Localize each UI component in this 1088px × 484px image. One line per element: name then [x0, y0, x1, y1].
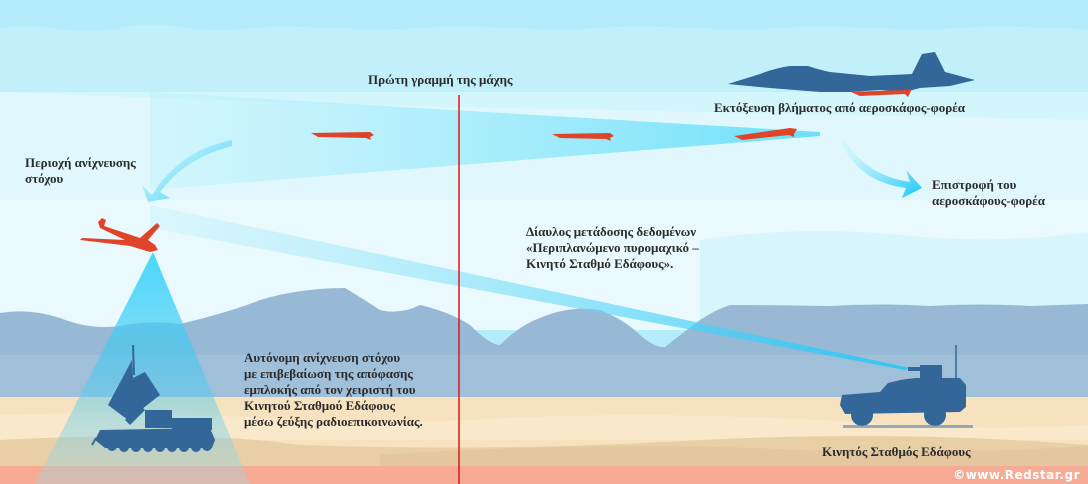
ground-band — [0, 466, 1088, 484]
munition-icon — [311, 132, 374, 140]
datalink-beam — [150, 205, 910, 370]
detection-area-label-line-1: Περιοχή ανίχνευσης — [25, 155, 136, 170]
return-label: Επιστροφή του αεροσκάφους-φορέα — [932, 177, 1045, 209]
datalink-label-line-3: Κινητό Σταθμό Εδάφους». — [526, 256, 674, 271]
front-line-label: Πρώτη γραμμή της μάχης — [368, 72, 513, 87]
autonomous-label-line-3: εμπλοκής από τον χειριστή του — [244, 382, 416, 397]
missile-launcher-icon — [91, 344, 215, 452]
munition-icon — [734, 128, 797, 140]
copyright-link[interactable]: ©www.Redstar.gr — [953, 468, 1080, 482]
autonomous-label-line-5: μέσω ζεύξης ραδιοεπικοινωνίας. — [244, 414, 423, 429]
loitering-munition-icon — [80, 218, 160, 252]
sky-band — [0, 0, 1088, 30]
arrow-to-detection-area-icon — [142, 140, 232, 202]
munition-icon — [552, 133, 614, 141]
launch-label: Εκτόξευση βλήματος από αεροσκάφος-φορέα — [714, 100, 966, 115]
autonomous-detection-label: Αυτόνομη ανίχνευση στόχου με επιβεβαίωση… — [244, 350, 423, 430]
return-label-line-1: Επιστροφή του — [932, 177, 1017, 192]
ground-station-vehicle-icon — [840, 345, 973, 428]
datalink-label: Δίαυλος μετάδοσης δεδομένων «Περιπλανώμε… — [526, 224, 699, 272]
munition-flight-path-beam — [150, 92, 820, 190]
datalink-label-line-1: Δίαυλος μετάδοσης δεδομένων — [526, 224, 697, 239]
autonomous-label-line-1: Αυτόνομη ανίχνευση στόχου — [244, 350, 401, 365]
carrier-aircraft-icon — [728, 52, 975, 97]
return-arrow-icon — [840, 140, 922, 198]
datalink-label-line-2: «Περιπλανώμενο πυρομαχικό – — [526, 240, 699, 255]
return-label-line-2: αεροσκάφους-φορέα — [932, 193, 1045, 208]
detection-area-label: Περιοχή ανίχνευσης στόχου — [25, 155, 136, 187]
detection-area-label-line-2: στόχου — [25, 171, 64, 186]
attached-munition-icon — [851, 89, 912, 97]
ground-station-label: Κινητός Σταθμός Εδάφους — [822, 444, 971, 459]
autonomous-label-line-2: με επιβεβαίωση της απόφασης — [244, 366, 413, 381]
autonomous-label-line-4: Κινητού Σταθμού Εδάφους — [244, 398, 396, 413]
